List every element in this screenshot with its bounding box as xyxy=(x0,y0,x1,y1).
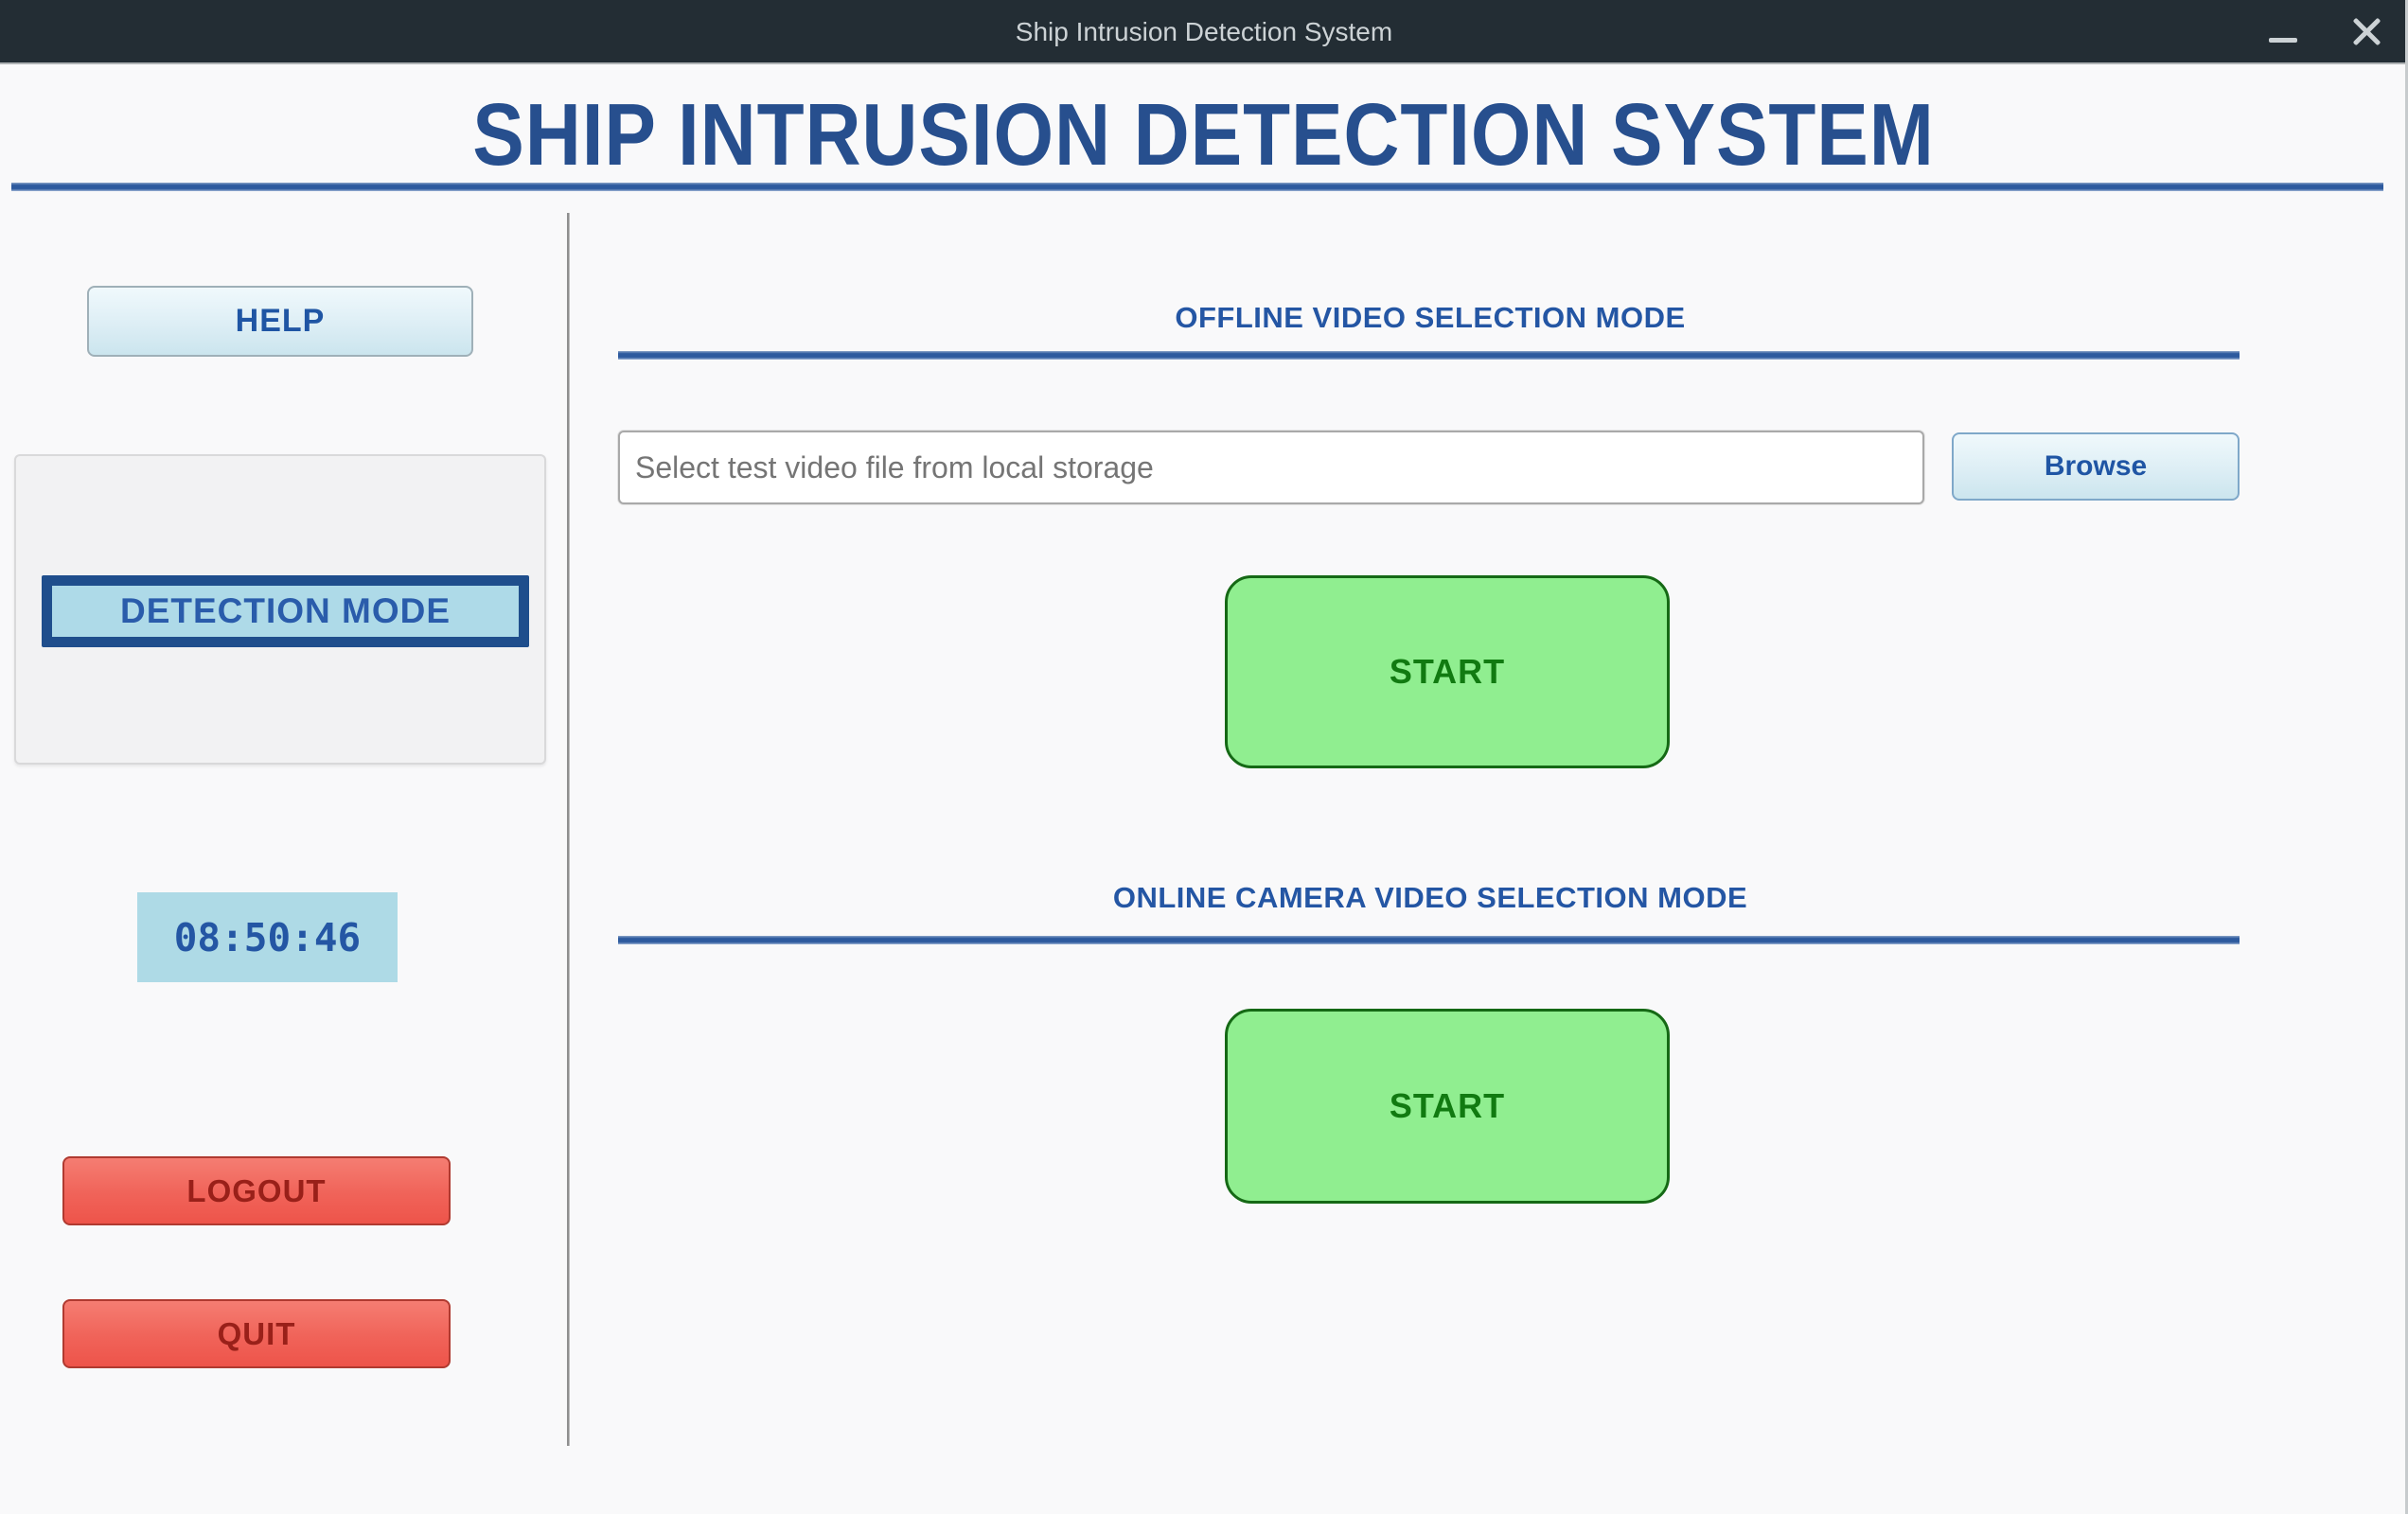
close-icon xyxy=(2350,15,2382,47)
detection-mode-button[interactable]: DETECTION MODE xyxy=(42,575,529,647)
close-button[interactable] xyxy=(2340,0,2393,64)
help-button[interactable]: HELP xyxy=(87,286,473,357)
titlebar: Ship Intrusion Detection System xyxy=(0,0,2408,64)
window-edge xyxy=(2405,0,2408,1514)
online-start-button[interactable]: START xyxy=(1225,1009,1670,1204)
online-heading-underline xyxy=(618,936,2240,944)
browse-button[interactable]: Browse xyxy=(1952,432,2240,501)
online-section-heading: ONLINE CAMERA VIDEO SELECTION MODE xyxy=(1112,881,1748,914)
offline-heading-underline xyxy=(618,351,2240,360)
quit-button[interactable]: QUIT xyxy=(62,1299,451,1368)
clock-display: 08:50:46 xyxy=(137,892,398,982)
title-underline xyxy=(11,183,2383,191)
minimize-icon xyxy=(2269,38,2297,43)
logout-button[interactable]: LOGOUT xyxy=(62,1156,451,1225)
offline-section-heading: OFFLINE VIDEO SELECTION MODE xyxy=(1175,301,1686,334)
offline-start-button[interactable]: START xyxy=(1225,575,1670,768)
video-file-input[interactable] xyxy=(618,431,1924,504)
page-title: SHIP INTRUSION DETECTION SYSTEM xyxy=(0,91,2408,179)
window-title: Ship Intrusion Detection System xyxy=(1015,17,1393,46)
minimize-button[interactable] xyxy=(2257,0,2310,64)
vertical-divider xyxy=(567,213,570,1446)
page-title-text: SHIP INTRUSION DETECTION SYSTEM xyxy=(472,85,1936,184)
